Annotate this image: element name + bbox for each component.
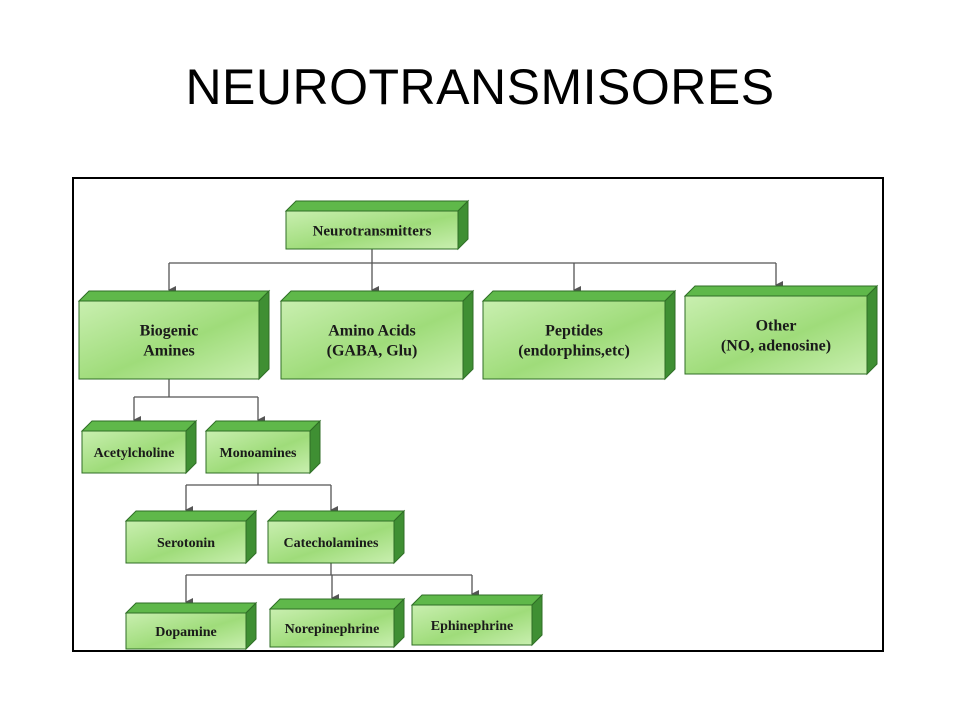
node-amino-acids-top-face	[279, 290, 475, 302]
node-neurotransmitters-label: Neurotransmitters	[313, 223, 432, 239]
node-serotonin-side-face	[245, 509, 257, 565]
node-catecholamines-front-face	[267, 520, 395, 564]
node-amino-acids-label: (GABA, Glu)	[327, 343, 418, 360]
node-dopamine-box: Dopamine	[124, 601, 258, 650]
node-serotonin-box: Serotonin	[124, 509, 258, 565]
node-dopamine-front-face	[125, 612, 247, 650]
node-catecholamines-side-face	[393, 509, 405, 565]
node-ephinephrine-box: Ephinephrine	[410, 593, 544, 647]
node-peptides-label: (endorphins,etc)	[518, 343, 630, 360]
node-monoamines-top-face	[204, 420, 322, 432]
node-dopamine-label: Dopamine	[155, 625, 216, 640]
node-norepinephrine-top-face	[268, 598, 406, 610]
node-peptides-front-face	[482, 300, 666, 380]
node-catecholamines-label: Catecholamines	[284, 536, 379, 551]
node-ephinephrine-front-face	[411, 604, 533, 646]
node-neurotransmitters-box: Neurotransmitters	[284, 199, 470, 251]
node-serotonin-top-face	[124, 510, 258, 522]
node-serotonin-front-face	[125, 520, 247, 564]
node-other-label: (NO, adenosine)	[721, 338, 831, 355]
node-acetylcholine-side-face	[185, 419, 197, 475]
node-acetylcholine-front-face	[81, 430, 187, 474]
node-acetylcholine-label: Acetylcholine	[94, 446, 175, 461]
node-monoamines-side-face	[309, 419, 321, 475]
node-catecholamines-box: Catecholamines	[266, 509, 406, 565]
node-other-side-face	[866, 284, 878, 376]
node-peptides-box: Peptides (endorphins,etc)	[481, 289, 677, 381]
node-catecholamines-top-face	[266, 510, 406, 522]
node-amino-acids-label: Amino Acids	[328, 323, 416, 340]
node-other-box: Other (NO, adenosine)	[683, 284, 879, 376]
node-peptides-side-face	[664, 289, 676, 381]
node-other-top-face	[683, 285, 879, 297]
node-other-front-face	[684, 295, 868, 375]
node-amino-acids-side-face	[462, 289, 474, 381]
node-norepinephrine-label: Norepinephrine	[285, 622, 380, 637]
node-monoamines-box: Monoamines	[204, 419, 322, 475]
node-monoamines-label: Monoamines	[220, 446, 298, 461]
node-norepinephrine-front-face	[269, 608, 395, 648]
node-peptides-label: Peptides	[545, 323, 603, 340]
node-amino-acids-box: Amino Acids (GABA, Glu)	[279, 289, 475, 381]
node-dopamine-top-face	[124, 602, 258, 614]
node-amino-acids-front-face	[280, 300, 464, 380]
node-monoamines-front-face	[205, 430, 311, 474]
node-serotonin-label: Serotonin	[157, 536, 215, 551]
node-ephinephrine-label: Ephinephrine	[431, 619, 513, 634]
page-title: NEUROTRANSMISORES	[185, 59, 775, 115]
node-biogenic-amines-top-face	[77, 290, 271, 302]
node-acetylcholine-top-face	[80, 420, 198, 432]
node-biogenic-amines-label: Biogenic	[140, 323, 199, 340]
node-biogenic-amines-label: Amines	[143, 343, 195, 360]
node-norepinephrine-box: Norepinephrine	[268, 597, 406, 649]
node-neurotransmitters-top-face	[284, 200, 470, 212]
node-ephinephrine-top-face	[410, 594, 544, 606]
node-acetylcholine-box: Acetylcholine	[80, 419, 198, 475]
node-peptides-top-face	[481, 290, 677, 302]
node-neurotransmitters-front-face	[285, 210, 459, 250]
node-biogenic-amines-side-face	[258, 289, 270, 381]
node-other-label: Other	[756, 318, 797, 335]
node-biogenic-amines-front-face	[78, 300, 260, 380]
